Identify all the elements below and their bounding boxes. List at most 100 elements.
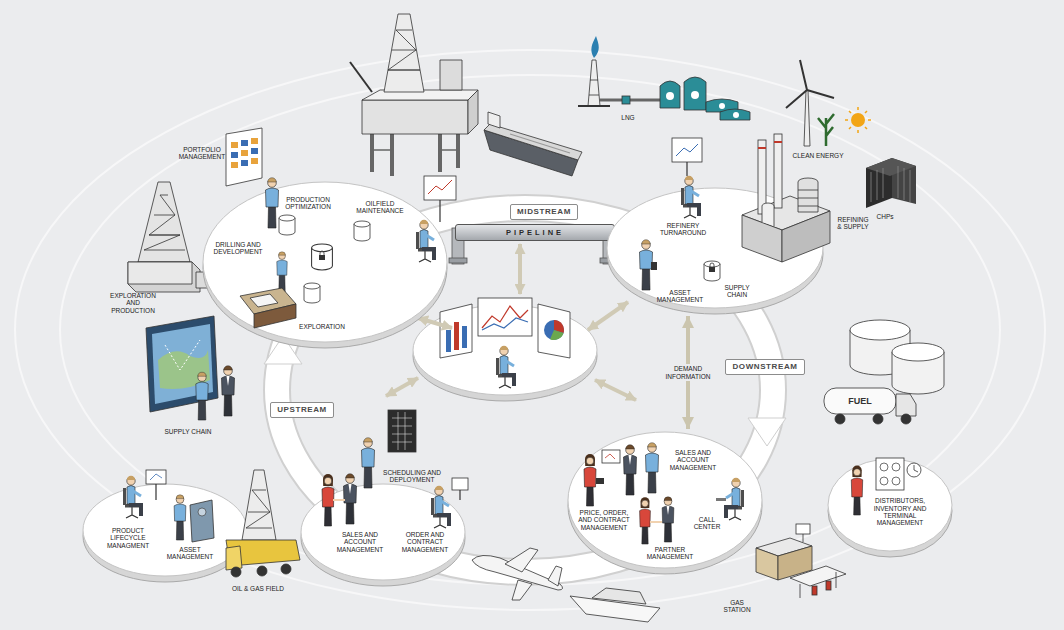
gas-station <box>756 548 778 580</box>
node-label: PARTNER MANAGEMENT <box>644 546 696 561</box>
database-icons <box>312 244 333 270</box>
exchange-arrows <box>595 380 636 400</box>
oil-rig-truck <box>226 470 300 577</box>
lifecycle-team <box>150 474 162 480</box>
control-center <box>454 322 459 350</box>
land-rig <box>128 262 200 292</box>
distribution-team <box>876 458 904 490</box>
exchange-arrows <box>518 244 522 294</box>
refinery <box>758 140 766 214</box>
lifecycle-team <box>123 470 214 542</box>
lng-plant <box>666 92 674 100</box>
oil-rig-truck <box>246 490 272 528</box>
control-center <box>482 306 528 328</box>
lng-plant <box>733 112 739 118</box>
distribution-team <box>880 477 888 485</box>
node-label: DISTRIBUTORS, INVENTORY AND TERMINAL MAN… <box>869 497 931 527</box>
land-rig <box>128 262 192 284</box>
land-rig <box>144 195 185 250</box>
sales-team <box>322 474 334 526</box>
portfolio-board <box>226 128 279 228</box>
maintenance-station <box>439 200 440 222</box>
background-grid <box>15 50 1045 610</box>
portfolio-board <box>231 162 238 168</box>
chp-units <box>871 166 910 202</box>
database-icons <box>279 215 295 235</box>
scheduling-board <box>388 410 416 452</box>
refinery <box>798 190 818 206</box>
platform-top <box>83 484 247 576</box>
lng-plant <box>622 96 630 104</box>
lng-plant <box>600 99 662 102</box>
refinery <box>798 178 818 212</box>
supply-chain-screen <box>222 366 235 416</box>
fuel-truck <box>824 388 896 414</box>
control-center <box>440 304 472 358</box>
platform-top <box>828 459 952 551</box>
database-icons <box>709 263 715 272</box>
storage-tanks <box>850 320 944 394</box>
offshore-rig <box>350 14 478 176</box>
area-label: EXPLORATION AND PRODUCTION <box>104 292 162 314</box>
background-grid <box>15 50 1045 610</box>
gas-station <box>826 581 831 590</box>
customer-team <box>646 443 659 493</box>
portfolio-board <box>231 142 238 148</box>
storage-tanks <box>892 343 944 361</box>
control-center <box>462 326 467 348</box>
supply-chain-screen <box>146 316 235 420</box>
customer-team <box>602 450 620 463</box>
area-label: OIL & GAS FIELD <box>223 585 293 592</box>
lifecycle-team <box>198 508 206 516</box>
control-center <box>538 304 570 358</box>
airplane <box>472 548 563 600</box>
asset-manager <box>640 240 658 290</box>
portfolio-board <box>231 152 238 158</box>
clean-energy <box>845 107 871 133</box>
exchange-arrows <box>386 378 418 396</box>
database-icons <box>279 215 720 303</box>
band-label: PIPELINE <box>506 228 564 237</box>
node-label: ASSET MANAGEMENT <box>654 289 706 304</box>
fuel-truck <box>824 388 916 424</box>
truck-label: FUEL <box>845 396 875 406</box>
area-label: GAS STATION <box>721 599 753 614</box>
lng-plant <box>578 105 610 107</box>
exchange-arrows <box>588 302 628 330</box>
fuel-truck <box>901 414 911 424</box>
node-label: CALL CENTER <box>691 516 723 531</box>
control-center <box>446 330 451 352</box>
lng-plant <box>691 91 699 99</box>
oil-rig-truck <box>231 567 241 577</box>
lng-plant <box>588 60 600 106</box>
exploration-desk <box>250 294 278 307</box>
scheduling-board <box>392 412 412 450</box>
customer-team <box>584 443 744 544</box>
database-icons <box>319 251 325 260</box>
offshore-rig <box>350 62 372 92</box>
node-label: SUPPLY CHAIN <box>717 284 757 299</box>
database-icons <box>304 283 320 303</box>
area-label: CLEAN ENERGY <box>788 152 848 159</box>
gas-station <box>756 524 846 598</box>
offshore-rig <box>372 149 458 151</box>
portfolio-board <box>251 158 258 164</box>
exploration-desk <box>240 252 296 328</box>
area-label: SCHEDULING AND DEPLOYMENT <box>381 469 443 484</box>
customer-team <box>650 521 662 523</box>
lng-plant <box>578 36 750 120</box>
maintenance-station <box>428 180 452 194</box>
area-label: CHPs <box>870 213 900 220</box>
clean-energy <box>804 90 810 146</box>
chp-units <box>866 158 916 208</box>
lng-plant <box>719 103 725 109</box>
chp-units <box>866 158 916 176</box>
sales-team <box>431 486 449 528</box>
tanker <box>484 124 582 160</box>
portfolio-board <box>241 140 248 146</box>
lifecycle-team <box>123 476 141 518</box>
node-label: ASSET MANAGEMENT <box>164 546 216 561</box>
